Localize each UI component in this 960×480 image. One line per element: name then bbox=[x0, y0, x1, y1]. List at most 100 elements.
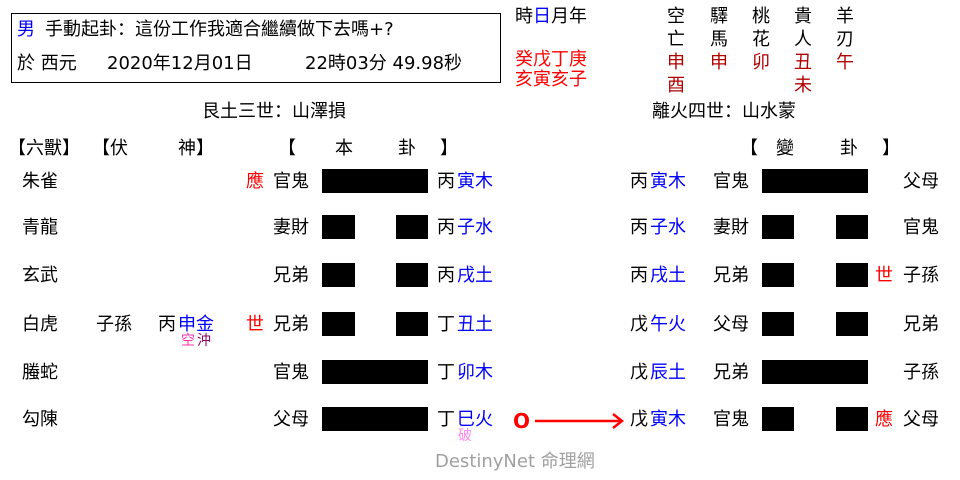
yin-line-left bbox=[322, 263, 355, 287]
six-relation: 兄弟 bbox=[273, 314, 309, 335]
changed-yang-line bbox=[762, 360, 868, 384]
pillar-stems: 癸戊丁庚 bbox=[515, 49, 587, 70]
yin-line-right bbox=[396, 312, 428, 336]
changed-right-relation: 兄弟 bbox=[903, 314, 939, 335]
shensha-value: 卯 bbox=[752, 52, 770, 73]
changed-relation: 兄弟 bbox=[713, 265, 749, 286]
changed-stem: 丙 bbox=[630, 265, 648, 286]
line-branch: 卯木 bbox=[457, 362, 493, 383]
hidden-branch: 申金 bbox=[178, 314, 214, 335]
shensha-value: 丑 bbox=[794, 52, 812, 73]
line-branch: 戌土 bbox=[457, 265, 493, 286]
pillar-day: 日 bbox=[533, 6, 551, 27]
pillar-month: 月 bbox=[551, 6, 569, 27]
changed-branch: 子水 bbox=[650, 217, 686, 238]
header-six-beasts: 【六獸】 bbox=[8, 138, 80, 159]
header-main-a: 本 bbox=[335, 138, 353, 159]
six-beast: 螣蛇 bbox=[22, 362, 58, 383]
changed-stem: 戊 bbox=[630, 409, 648, 430]
changed-hexagram-title: 離火四世：山水蒙 bbox=[652, 101, 796, 122]
broken-note: 破 bbox=[458, 428, 472, 444]
header-changed-open: 【 bbox=[740, 138, 758, 159]
changed-relation: 妻財 bbox=[713, 217, 749, 238]
changed-branch: 寅木 bbox=[650, 171, 686, 192]
yin-line-left bbox=[322, 215, 355, 239]
date-value: 2020年12月01日 bbox=[107, 53, 253, 74]
shensha-name-bottom: 亡 bbox=[667, 29, 685, 50]
hidden-note-empty: 空 bbox=[181, 333, 195, 349]
shensha-value: 申 bbox=[667, 52, 685, 73]
header-changed-close: 】 bbox=[882, 138, 900, 159]
six-relation: 官鬼 bbox=[273, 171, 309, 192]
yang-line bbox=[322, 169, 428, 193]
changed-yin-line-right bbox=[836, 215, 868, 239]
changed-yin-line-left bbox=[762, 263, 794, 287]
shensha-value: 申 bbox=[710, 52, 728, 73]
hidden-note-clash: 沖 bbox=[197, 333, 211, 349]
header-changed-b: 卦 bbox=[840, 138, 858, 159]
changed-relation: 兄弟 bbox=[713, 362, 749, 383]
pillar-year: 年 bbox=[569, 6, 587, 27]
line-stem: 丙 bbox=[437, 171, 455, 192]
main-hexagram-title: 艮土三世：山澤損 bbox=[202, 101, 346, 122]
changed-yin-line-left bbox=[762, 312, 794, 336]
header-changed-a: 變 bbox=[776, 138, 794, 159]
line-branch: 巳火 bbox=[457, 409, 493, 430]
shensha-name-bottom: 花 bbox=[752, 29, 770, 50]
yang-line bbox=[322, 407, 428, 431]
shensha-name-bottom: 刃 bbox=[836, 29, 854, 50]
six-beast: 青龍 bbox=[22, 217, 58, 238]
shi-marker: 世 bbox=[246, 314, 264, 335]
gender-label: 男 bbox=[17, 19, 35, 40]
changed-stem: 戊 bbox=[630, 314, 648, 335]
changed-ying-marker: 應 bbox=[875, 409, 893, 430]
six-beast: 玄武 bbox=[22, 265, 58, 286]
changed-stem: 戊 bbox=[630, 362, 648, 383]
changed-branch: 辰土 bbox=[650, 362, 686, 383]
six-beast: 朱雀 bbox=[22, 171, 58, 192]
pillar-branches: 亥寅亥子 bbox=[515, 69, 587, 90]
changed-stem: 丙 bbox=[630, 171, 648, 192]
line-branch: 丑土 bbox=[457, 314, 493, 335]
shensha-name-top: 驛 bbox=[710, 6, 728, 27]
changed-yin-line-right bbox=[836, 263, 868, 287]
changed-right-relation: 官鬼 bbox=[903, 217, 939, 238]
six-beast: 勾陳 bbox=[22, 409, 58, 430]
changed-shi-marker: 世 bbox=[875, 265, 893, 286]
shensha-value: 未 bbox=[794, 75, 812, 96]
shensha-name-bottom: 人 bbox=[794, 29, 812, 50]
shensha-value: 午 bbox=[836, 52, 854, 73]
time-value: 22時03分 49.98秒 bbox=[305, 53, 463, 74]
line-stem: 丁 bbox=[437, 409, 455, 430]
changed-right-relation: 父母 bbox=[903, 409, 939, 430]
line-stem: 丁 bbox=[437, 314, 455, 335]
header-main-close: 】 bbox=[440, 138, 458, 159]
changed-yang-line bbox=[762, 169, 868, 193]
header-hidden-open: 【伏 bbox=[92, 138, 128, 159]
changed-right-relation: 子孫 bbox=[903, 362, 939, 383]
date-prefix: 於 西元 bbox=[17, 53, 77, 74]
pillar-hour: 時 bbox=[515, 6, 533, 27]
changed-relation: 官鬼 bbox=[713, 409, 749, 430]
pillar-labels: 時日月年 bbox=[515, 8, 587, 26]
changed-yin-line-left bbox=[762, 407, 794, 431]
hidden-stem: 丙 bbox=[158, 314, 176, 335]
header-hidden-close: 神】 bbox=[178, 138, 214, 159]
arrow-right-icon bbox=[535, 413, 625, 429]
changed-yin-line-right bbox=[836, 312, 868, 336]
line-branch: 寅木 bbox=[457, 171, 493, 192]
six-relation: 父母 bbox=[273, 409, 309, 430]
line-stem: 丙 bbox=[437, 217, 455, 238]
changed-right-relation: 子孫 bbox=[903, 265, 939, 286]
yin-line-right bbox=[396, 215, 428, 239]
line-stem: 丙 bbox=[437, 265, 455, 286]
shensha-name-top: 空 bbox=[667, 6, 685, 27]
header-main-b: 卦 bbox=[398, 138, 416, 159]
yin-line-right bbox=[396, 263, 428, 287]
six-relation: 兄弟 bbox=[273, 265, 309, 286]
changed-branch: 戌土 bbox=[650, 265, 686, 286]
ying-marker: 應 bbox=[246, 171, 264, 192]
changed-relation: 父母 bbox=[713, 314, 749, 335]
shensha-name-top: 桃 bbox=[752, 6, 770, 27]
line-stem: 丁 bbox=[437, 362, 455, 383]
